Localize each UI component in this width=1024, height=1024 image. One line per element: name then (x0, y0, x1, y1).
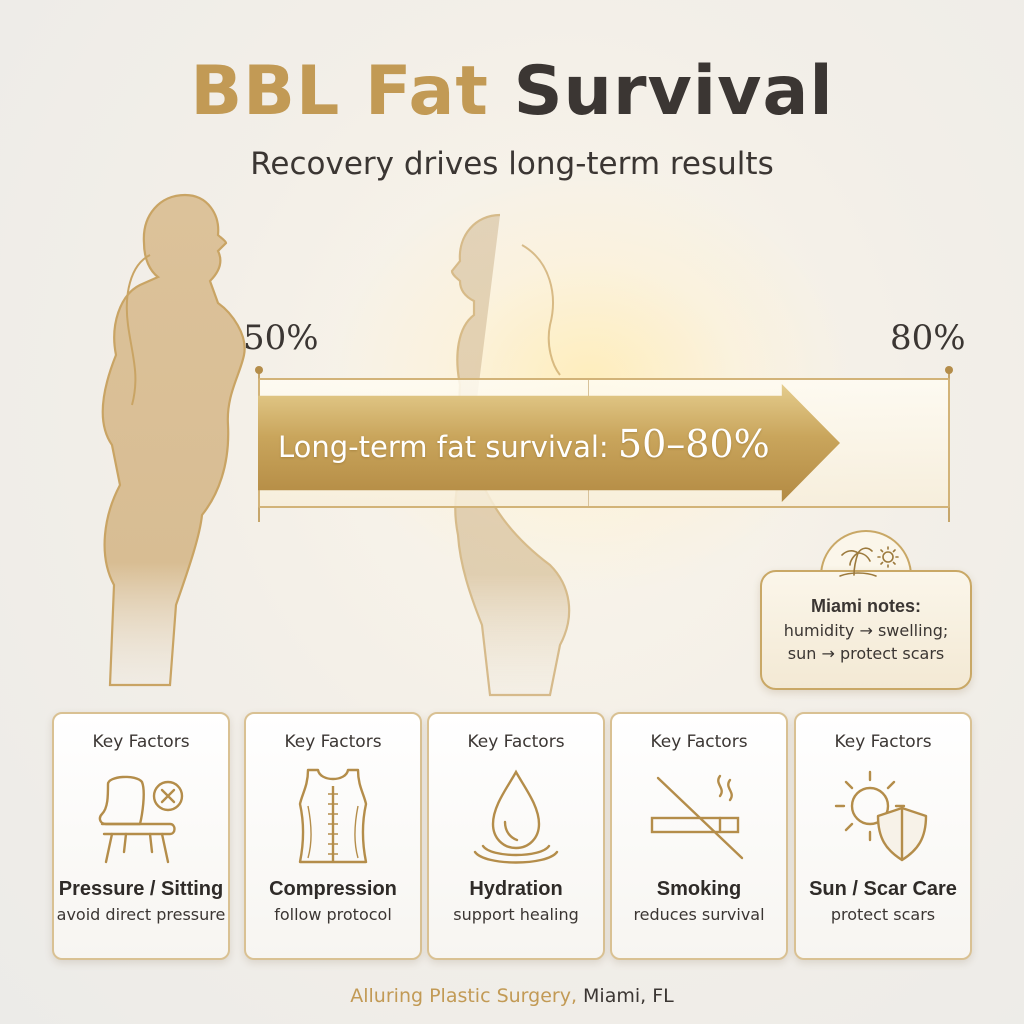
palm-tree-sun-icon (839, 546, 899, 577)
factor-card-smoking: Key Factors Smoking reduces survival (610, 712, 788, 960)
card-subtitle: reduces survival (633, 905, 765, 924)
card-subtitle: follow protocol (274, 905, 392, 924)
factor-card-sun-scar: Key Factors Sun / Scar Care protect scar… (794, 712, 972, 960)
chair-with-x-icon (98, 775, 184, 864)
title-part-dark: Survival (513, 52, 834, 131)
page-title: BBL Fat Survival (0, 52, 1024, 131)
footer-location: Miami, FL (577, 985, 674, 1007)
water-drop-icon (473, 769, 559, 864)
survival-range-arrow (258, 384, 840, 502)
survival-range-text: Long-term fat survival: (278, 430, 618, 464)
card-title: Smoking (656, 878, 742, 900)
survival-range-label: Long-term fat survival: 50–80% (278, 422, 770, 466)
miami-note-line-1: humidity → swelling; (783, 621, 949, 640)
footer-brand: Alluring Plastic Surgery, (350, 985, 577, 1007)
sun-shield-icon (834, 770, 928, 862)
card-subtitle: support healing (453, 905, 579, 924)
card-title: Compression (269, 878, 397, 900)
scale-min-label: 50% (243, 318, 319, 358)
card-subtitle: protect scars (830, 905, 936, 924)
factor-card-compression: Key Factors Compression follow protocol (244, 712, 422, 960)
scale-max-label: 80% (890, 318, 966, 358)
miami-note-line-2: sun → protect scars (787, 644, 945, 663)
no-smoking-icon (650, 774, 744, 860)
card-kicker: Key Factors (284, 732, 382, 752)
card-title: Hydration (469, 878, 563, 900)
title-part-gold: BBL Fat (190, 52, 489, 131)
scale-right-dot (945, 366, 953, 374)
page-subtitle: Recovery drives long-term results (250, 146, 774, 182)
card-subtitle: avoid direct pressure (56, 905, 226, 924)
miami-note-card: Miami notes: humidity → swelling; sun → … (760, 570, 972, 690)
factor-card-hydration: Key Factors Hydration support healing (427, 712, 605, 960)
card-title: Pressure / Sitting (58, 878, 224, 900)
footer-credit: Alluring Plastic Surgery, Miami, FL (0, 985, 1024, 1007)
compression-garment-icon (298, 768, 368, 864)
woman-silhouette-left-illustration (101, 193, 246, 687)
card-kicker: Key Factors (92, 732, 190, 752)
scale-left-dot (255, 366, 263, 374)
miami-note-title: Miami notes: (810, 596, 921, 616)
factor-card-pressure: Key Factors Pressure / Sitting avoid dir… (52, 712, 230, 960)
card-kicker: Key Factors (834, 732, 932, 752)
card-kicker: Key Factors (467, 732, 565, 752)
survival-range-value: 50–80% (617, 422, 770, 466)
card-kicker: Key Factors (650, 732, 748, 752)
card-title: Sun / Scar Care (809, 878, 957, 900)
